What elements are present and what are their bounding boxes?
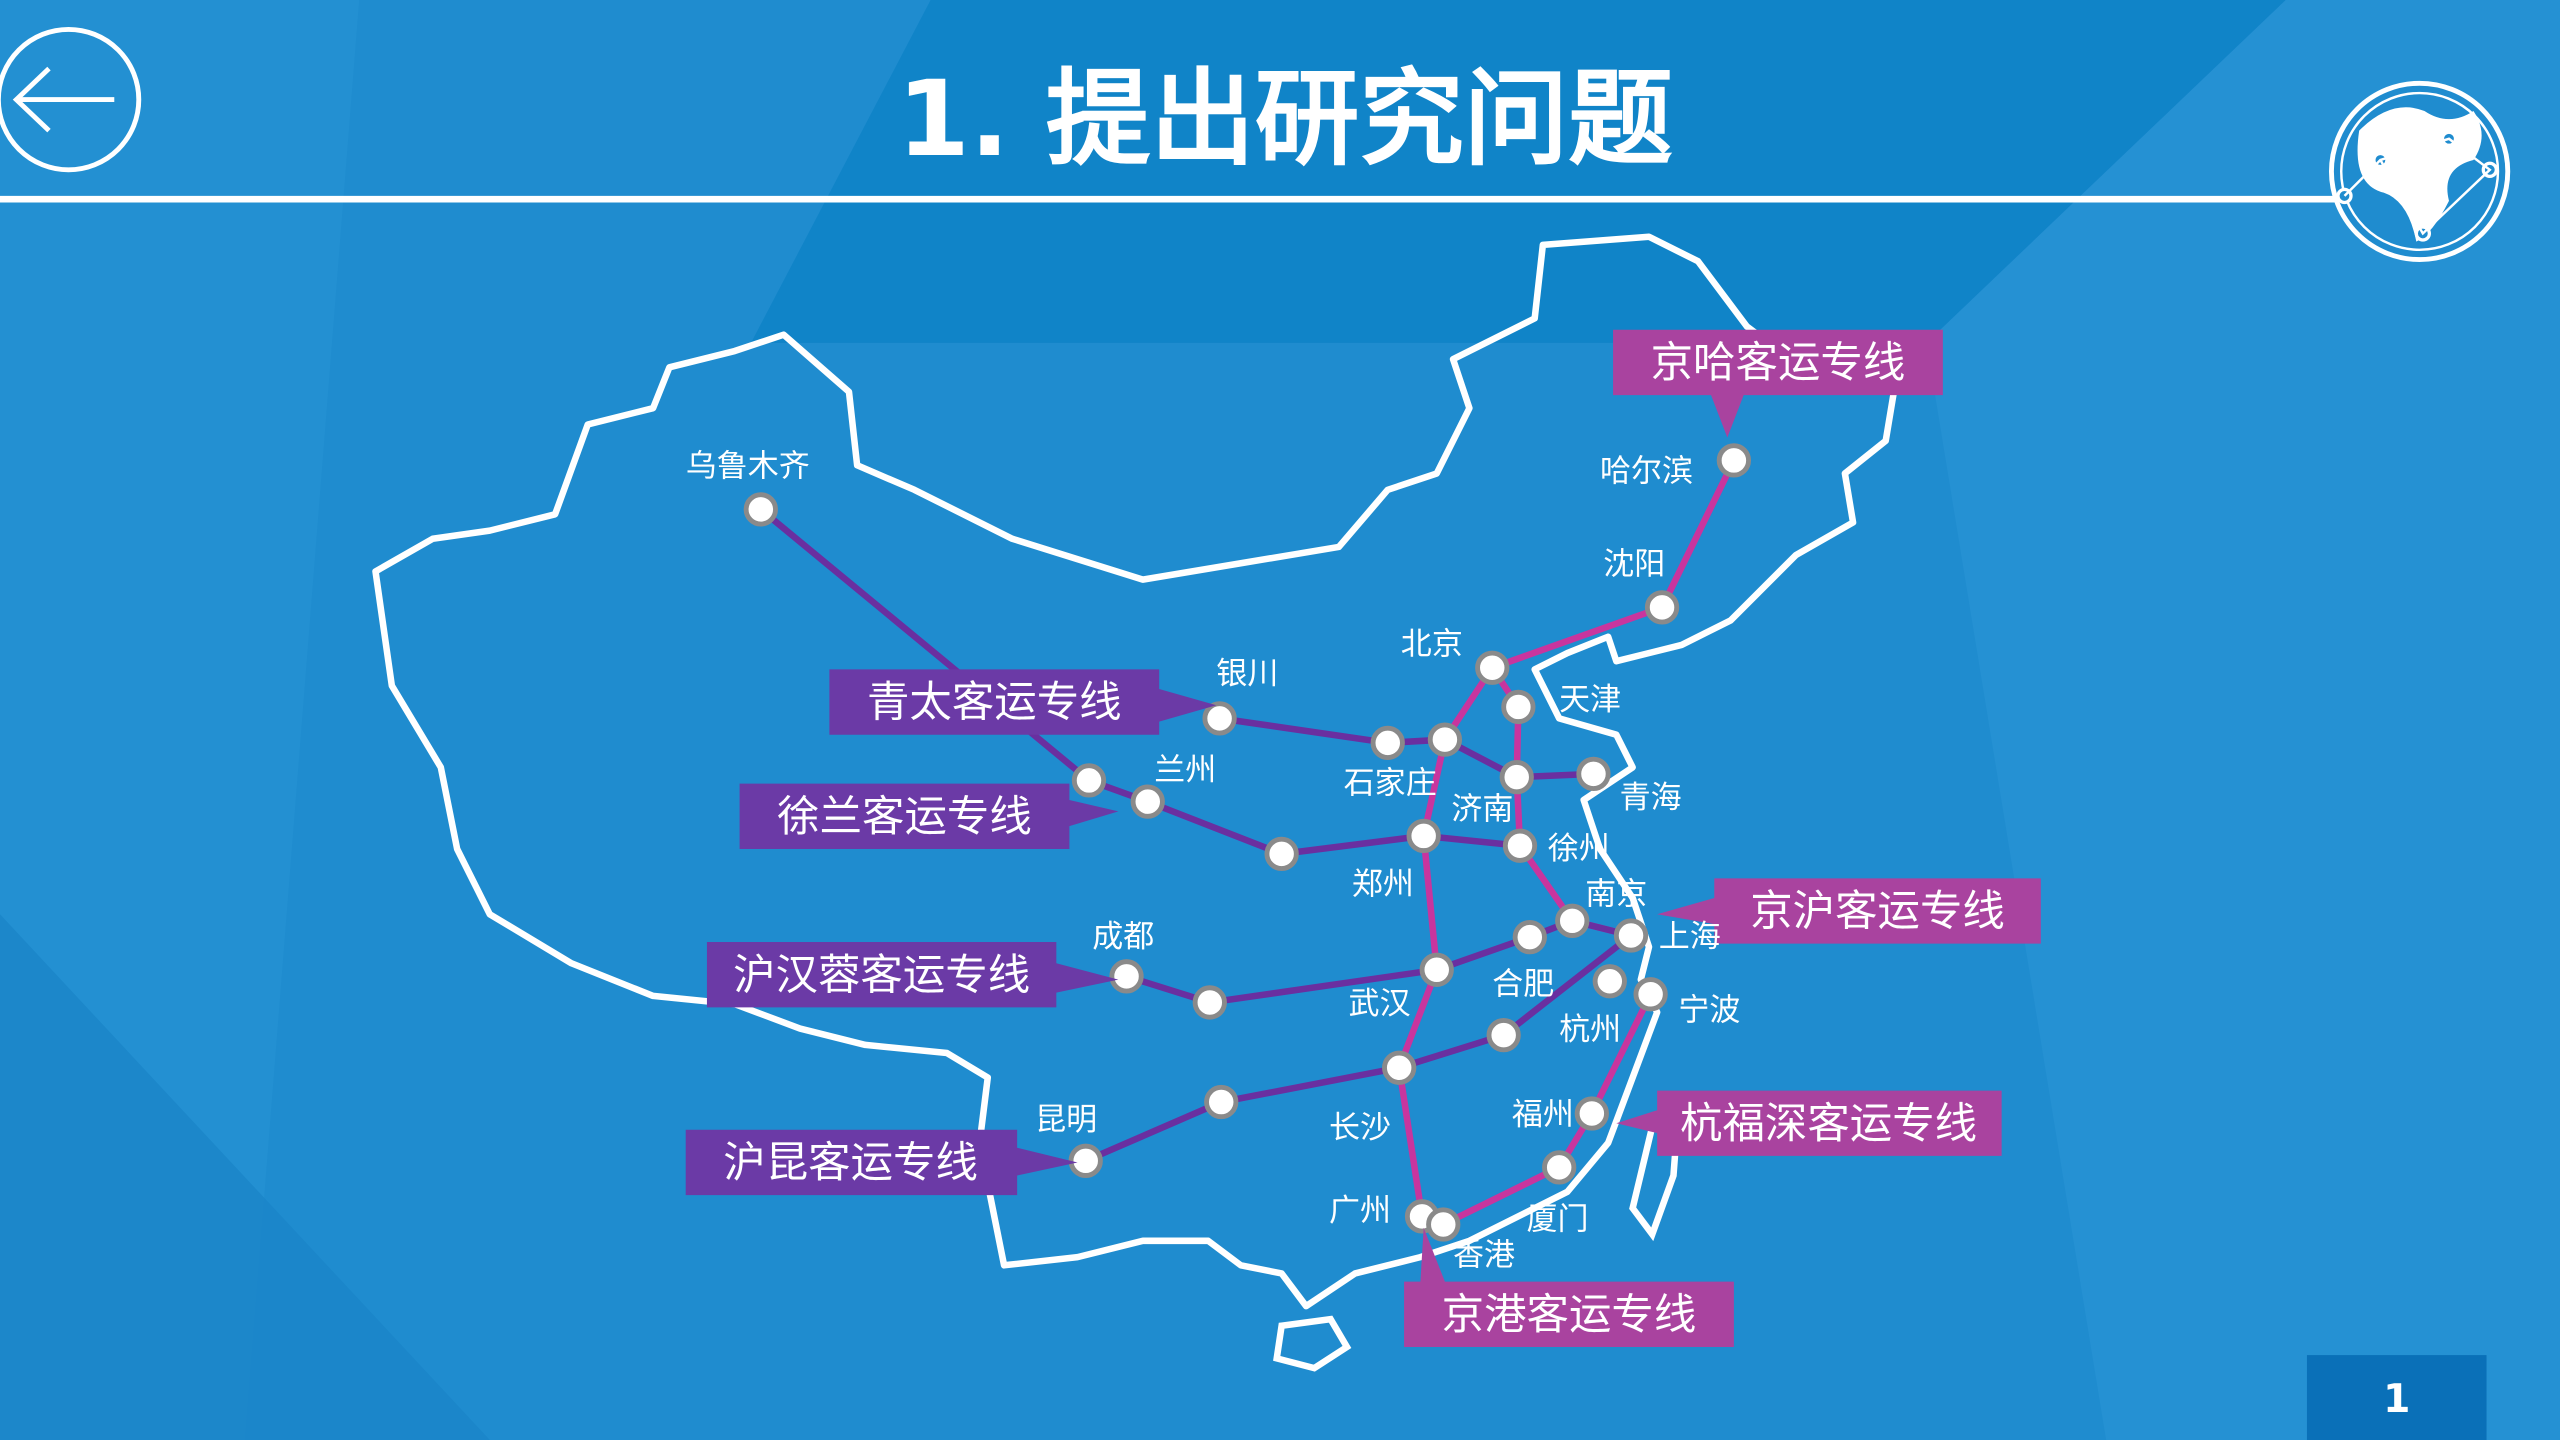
back-button[interactable] xyxy=(0,26,142,173)
label-xuzhou: 徐州 xyxy=(1548,831,1610,867)
station-shenyang xyxy=(1644,590,1680,625)
label-hangzhou: 杭州 xyxy=(1559,1012,1621,1048)
arrow-left-icon[interactable] xyxy=(12,66,115,133)
station-chengdu xyxy=(1109,959,1144,994)
line-hangfushen xyxy=(1441,992,1654,1228)
station-zhengzhou xyxy=(1406,818,1441,854)
station-nodes xyxy=(743,443,1752,1242)
label-yinchuan: 银川 xyxy=(1216,656,1278,692)
callout-jinghu: 京沪客运专线 xyxy=(1657,878,2041,944)
station-lanzhou xyxy=(1130,784,1165,819)
page-title: 1. 提出研究问题 xyxy=(897,58,1673,180)
callout-huhanrong-label: 沪汉蓉客运专线 xyxy=(733,951,1030,1000)
station-node xyxy=(1192,985,1227,1020)
page-number: 1 xyxy=(2383,1377,2410,1422)
station-wuhan xyxy=(1419,952,1454,987)
label-shenyang: 沈阳 xyxy=(1603,547,1665,583)
label-guangzhou: 广州 xyxy=(1329,1193,1391,1229)
label-hefei: 合肥 xyxy=(1492,966,1554,1002)
label-hongkong: 香港 xyxy=(1453,1237,1515,1273)
station-xiamen xyxy=(1542,1150,1577,1185)
callout-hukun-label: 沪昆客运专线 xyxy=(723,1139,978,1188)
globe-network-icon xyxy=(2328,80,2511,263)
station-ningbo xyxy=(1633,977,1668,1012)
hainan-outline xyxy=(1273,1315,1352,1372)
station-node xyxy=(1264,836,1299,872)
station-tianjin xyxy=(1501,689,1536,725)
callout-jinghu-label: 京沪客运专线 xyxy=(1750,888,2005,937)
callout-xulan: 徐兰客运专线 xyxy=(739,783,1119,849)
label-nanjing: 南京 xyxy=(1585,876,1647,912)
back-circle[interactable] xyxy=(0,26,142,173)
label-chengdu: 成都 xyxy=(1092,919,1154,955)
station-nanjing xyxy=(1555,903,1590,938)
station-hangzhou xyxy=(1592,964,1627,999)
callout-qingtai-label: 青太客运专线 xyxy=(867,679,1122,728)
label-urumqi: 乌鲁木齐 xyxy=(686,449,810,485)
bg-facet xyxy=(751,0,2286,343)
callout-hangfushen: 杭福深客运专线 xyxy=(1616,1090,2002,1156)
page-number-box: 1 xyxy=(2306,1355,2487,1440)
label-lanzhou: 兰州 xyxy=(1154,752,1216,788)
station-shijiazhuang xyxy=(1370,725,1405,760)
station-hefei xyxy=(1512,920,1547,955)
station-node xyxy=(1071,763,1107,798)
label-kunming: 昆明 xyxy=(1035,1102,1097,1138)
station-node xyxy=(1204,1084,1239,1120)
china-map-outline xyxy=(372,233,1898,1310)
station-changsha xyxy=(1382,1050,1417,1085)
bg-facet xyxy=(1926,0,2560,1440)
station-hongkong xyxy=(1426,1207,1461,1242)
station-kunming xyxy=(1068,1143,1103,1178)
callout-jinggang: 京港客运专线 xyxy=(1404,1227,1734,1347)
label-zhengzhou: 郑州 xyxy=(1352,867,1414,903)
station-harbin xyxy=(1716,443,1752,478)
station-beijing xyxy=(1475,650,1510,685)
station-yinchuan xyxy=(1202,701,1237,736)
station-node xyxy=(1486,1017,1521,1053)
label-qingdao: 青海 xyxy=(1620,780,1682,816)
label-wuhan: 武汉 xyxy=(1349,986,1411,1022)
label-changsha: 长沙 xyxy=(1329,1110,1391,1146)
station-fuzhou xyxy=(1574,1096,1609,1131)
station-jinan xyxy=(1499,760,1534,795)
city-labels: 乌鲁木齐 哈尔滨 沈阳 北京 天津 银川 兰州 石家庄 济南 青海 徐州 郑州 … xyxy=(686,449,1741,1274)
label-jinan: 济南 xyxy=(1451,792,1513,828)
label-shanghai: 上海 xyxy=(1659,919,1721,955)
callout-hangfushen-label: 杭福深客运专线 xyxy=(1680,1100,1977,1149)
label-xiamen: 厦门 xyxy=(1527,1201,1589,1237)
label-shijiazhuang: 石家庄 xyxy=(1344,765,1437,801)
callout-xulan-label: 徐兰客运专线 xyxy=(777,793,1032,842)
callout-hukun: 沪昆客运专线 xyxy=(685,1129,1078,1196)
label-harbin: 哈尔滨 xyxy=(1600,454,1693,490)
station-shanghai xyxy=(1613,918,1649,953)
label-tianjin: 天津 xyxy=(1559,682,1621,718)
label-ningbo: 宁波 xyxy=(1678,992,1740,1028)
station-xuzhou xyxy=(1502,828,1538,863)
label-fuzhou: 福州 xyxy=(1512,1097,1574,1133)
station-qingdao xyxy=(1576,756,1611,792)
station-urumqi xyxy=(743,492,778,527)
callout-qingtai: 青太客运专线 xyxy=(829,669,1217,735)
callout-jinggang-label: 京港客运专线 xyxy=(1442,1291,1697,1340)
callout-jingha-label: 京哈客运专线 xyxy=(1651,339,1906,388)
callout-jingha: 京哈客运专线 xyxy=(1613,329,1943,438)
callout-huhanrong: 沪汉蓉客运专线 xyxy=(706,942,1119,1008)
label-beijing: 北京 xyxy=(1401,627,1463,663)
station-node xyxy=(1427,722,1463,757)
